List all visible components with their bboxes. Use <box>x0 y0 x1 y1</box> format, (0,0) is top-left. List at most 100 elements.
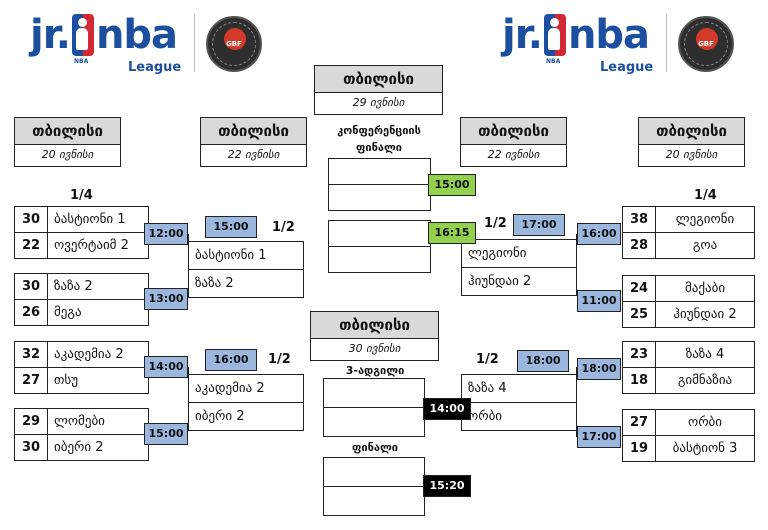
nba-figure-icon <box>71 14 94 56</box>
left-sf2-time: 16:00 <box>205 349 257 371</box>
left-sf-label-1: 1/2 <box>272 220 295 235</box>
conf-final2-slot1 <box>328 220 431 247</box>
conf-final2-time: 16:15 <box>428 222 476 244</box>
right-qf4-team1-score: 27 <box>622 409 656 436</box>
third-place-time: 14:00 <box>423 398 471 420</box>
left-qf3-team2-name: თსუ <box>47 367 149 394</box>
left-qf1-time: 12:00 <box>144 223 188 245</box>
right-qf2-time: 11:00 <box>577 290 621 312</box>
conf-final1-slot1 <box>328 158 431 185</box>
right-qf1-team1-score: 38 <box>622 206 656 233</box>
right-qf4-team2-score: 19 <box>622 435 656 462</box>
jr-nba-logo-right: jr. nba <box>502 12 650 58</box>
third-place-slot2 <box>323 407 425 437</box>
left-qf4-time: 15:00 <box>144 423 188 445</box>
logo-league-text: League <box>600 60 654 75</box>
logo-nba-fig-label: NBA <box>74 58 89 65</box>
logo-jr-text: jr. <box>502 12 543 58</box>
final-header-date: 29 ივნისი <box>314 93 443 115</box>
left-sf1-team2-name: ზაზა 2 <box>188 269 304 298</box>
logo-divider <box>194 14 195 72</box>
left-qf-header-city: თბილისი <box>14 117 121 145</box>
gbf-text: GBF <box>698 40 714 48</box>
left-qf1-team1-score: 30 <box>14 206 48 233</box>
right-qf-header-city: თბილისი <box>638 117 745 145</box>
right-qf1-team2-name: გოა <box>655 232 755 259</box>
left-qf4-team1-name: ლომები <box>47 408 149 435</box>
third-header-date: 30 ივნისი <box>310 339 439 361</box>
third-place-label: 3-ადგილი <box>345 364 405 377</box>
bracket-line <box>188 367 189 431</box>
right-sf-header-city: თბილისი <box>460 117 567 145</box>
right-sf1-team2-name: ჰიუნდაი 2 <box>461 267 577 296</box>
final-slot2 <box>323 486 425 516</box>
left-qf3-team1-name: აკადემია 2 <box>47 341 149 368</box>
gbf-logo-left: GBF <box>206 16 262 72</box>
bracket-line <box>576 234 577 296</box>
left-qf2-time: 13:00 <box>144 288 188 310</box>
left-sf1-time: 15:00 <box>205 216 257 238</box>
conf-final1-slot2 <box>328 184 431 211</box>
left-qf-header-date: 20 ივნისი <box>14 145 121 167</box>
right-sf-header-date: 22 ივნისი <box>460 145 567 167</box>
left-qf-label: 1/4 <box>70 188 93 203</box>
right-sf-label-2: 1/2 <box>476 352 499 367</box>
left-sf2-team2-name: იბერი 2 <box>188 402 304 431</box>
right-sf2-team2-name: ორბი <box>461 402 577 431</box>
left-qf3-team2-score: 27 <box>14 367 48 394</box>
right-sf2-team1-name: ზაზა 4 <box>461 374 577 403</box>
left-sf1-team1-name: ბასტიონი 1 <box>188 241 304 270</box>
left-qf2-team2-score: 26 <box>14 299 48 326</box>
right-qf2-team1-name: მაქაბი <box>655 275 755 302</box>
left-qf1-team2-score: 22 <box>14 232 48 259</box>
right-qf-label: 1/4 <box>694 188 717 203</box>
left-sf-header-city: თბილისი <box>200 117 307 145</box>
jr-nba-logo-left: jr. nba <box>30 12 178 58</box>
conf-final2-slot2 <box>328 246 431 273</box>
third-place-slot1 <box>323 378 425 408</box>
right-sf1-team1-name: ლეგიონი <box>461 239 577 268</box>
left-qf2-team1-name: ზაზა 2 <box>47 273 149 300</box>
gbf-logo-right: GBF <box>678 16 734 72</box>
right-qf2-team1-score: 24 <box>622 275 656 302</box>
logo-jr-text: jr. <box>30 12 71 58</box>
logo-nba-fig-label: NBA <box>546 58 561 65</box>
left-qf4-team2-score: 30 <box>14 434 48 461</box>
logo-league-text: League <box>128 60 182 75</box>
right-qf3-team2-score: 18 <box>622 367 656 394</box>
right-qf1-team1-name: ლეგიონი <box>655 206 755 233</box>
left-sf2-team1-name: აკადემია 2 <box>188 374 304 403</box>
right-qf2-team2-score: 25 <box>622 301 656 328</box>
gbf-text: GBF <box>226 40 242 48</box>
conf-final1-time: 15:00 <box>428 174 476 196</box>
right-qf3-team1-score: 23 <box>622 341 656 368</box>
final-slot1 <box>323 457 425 487</box>
logo-divider <box>666 14 667 72</box>
right-sf2-time: 18:00 <box>517 350 569 372</box>
third-header-city: თბილისი <box>310 311 439 339</box>
nba-figure-icon <box>543 14 566 56</box>
final-time: 15:20 <box>423 475 471 497</box>
left-sf-label-2: 1/2 <box>268 352 291 367</box>
left-sf-header-date: 22 ივნისი <box>200 145 307 167</box>
right-qf4-team1-name: ორბი <box>655 409 755 436</box>
right-qf-header-date: 20 ივნისი <box>638 145 745 167</box>
left-qf2-team1-score: 30 <box>14 273 48 300</box>
logo-nba-text: nba <box>95 12 178 58</box>
right-qf1-team2-score: 28 <box>622 232 656 259</box>
left-qf3-team1-score: 32 <box>14 341 48 368</box>
final-label: ფინალი <box>352 441 398 454</box>
right-sf-label-1: 1/2 <box>484 216 507 231</box>
left-qf2-team2-name: მეგა <box>47 299 149 326</box>
bracket-line <box>188 234 189 298</box>
right-qf3-team1-name: ზაზა 4 <box>655 341 755 368</box>
left-qf1-team2-name: ოვერტაიმ 2 <box>47 232 149 259</box>
conference-final-label: კონფერენციის ფინალი <box>337 124 421 154</box>
left-qf4-team2-name: იბერი 2 <box>47 434 149 461</box>
right-qf1-time: 16:00 <box>577 223 621 245</box>
right-qf4-team2-name: ბასტიონ 3 <box>655 435 755 462</box>
logo-nba-text: nba <box>567 12 650 58</box>
final-header-city: თბილისი <box>314 65 443 93</box>
right-sf1-time: 17:00 <box>513 214 565 236</box>
left-qf4-team1-score: 29 <box>14 408 48 435</box>
